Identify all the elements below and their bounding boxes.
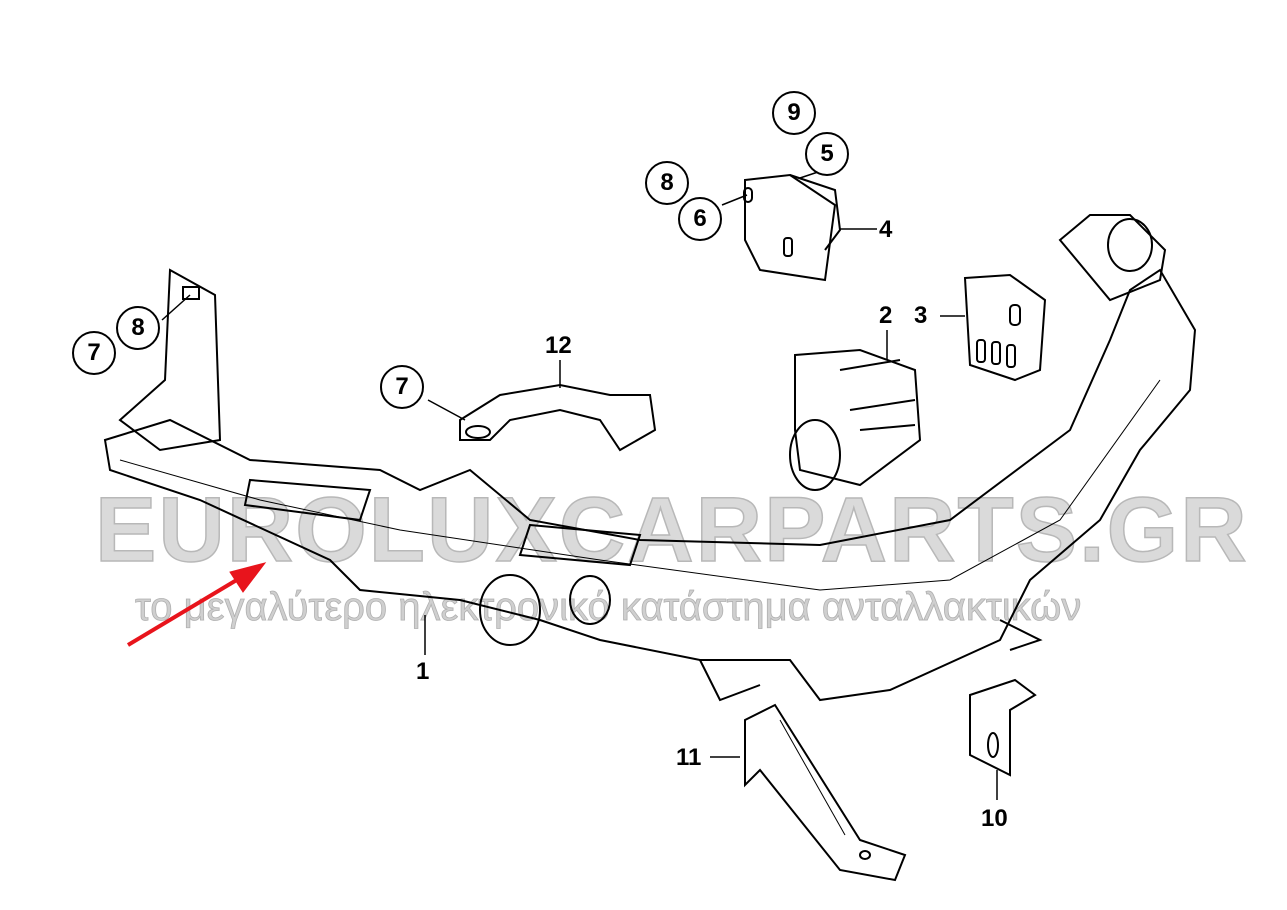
- watermark-brand: EUROLUXCARPARTS.GR: [94, 478, 1249, 582]
- callout-6: 6: [678, 197, 722, 241]
- label-1: 1: [416, 658, 430, 685]
- part-3-plate: [963, 273, 1047, 382]
- label-4: 4: [879, 216, 893, 243]
- part-1-carrier: [103, 268, 1197, 702]
- part-1-right-mount: [1058, 214, 1167, 302]
- red-arrow-indicator: [126, 562, 267, 647]
- label-2: 2: [879, 302, 893, 329]
- part-4-plate: [744, 173, 837, 282]
- callout-8: 8: [645, 161, 689, 205]
- part-10-bracket: [969, 678, 1037, 777]
- callout-7: 7: [380, 365, 424, 409]
- part-1-left-bracket: [118, 268, 222, 452]
- part-2-connector: [794, 348, 922, 487]
- part-11-bracket: [744, 703, 907, 882]
- callout-9: 9: [772, 91, 816, 135]
- callout-8: 8: [116, 306, 160, 350]
- label-11: 11: [676, 744, 702, 771]
- label-12: 12: [545, 332, 572, 359]
- label-3: 3: [914, 302, 928, 329]
- callout-7: 7: [72, 331, 116, 375]
- label-10: 10: [981, 805, 1008, 832]
- part-12-clamp: [459, 383, 657, 452]
- callout-5: 5: [805, 132, 849, 176]
